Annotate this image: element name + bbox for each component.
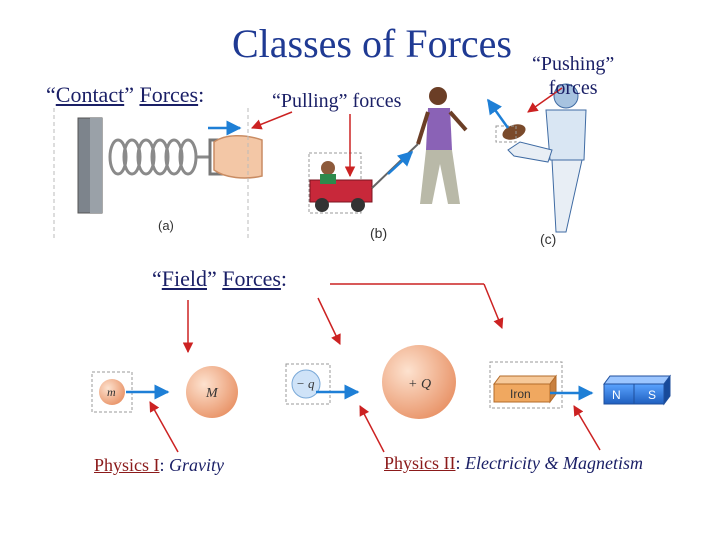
big-mass <box>186 366 238 418</box>
panel-label-a: (a) <box>158 218 174 233</box>
magnetism-pointer <box>573 405 601 451</box>
physics-2-course: Physics II <box>384 453 456 473</box>
magnet-top <box>603 375 671 385</box>
iron-label: Iron <box>510 387 531 401</box>
physics-2-colon: : <box>455 453 461 473</box>
small-mass <box>99 379 125 405</box>
child-head <box>321 161 335 175</box>
panel-label-c: (c) <box>540 231 556 247</box>
pushing-line1: “Pushing” <box>532 53 615 75</box>
small-mass-label: m <box>107 385 116 399</box>
panel-a-spring <box>53 108 263 238</box>
person-body <box>426 108 452 150</box>
field-word: Field <box>161 266 207 291</box>
pushing-line2: forces <box>548 77 598 99</box>
north-label: N <box>612 388 621 402</box>
contact-open-quote: “ <box>46 82 56 107</box>
contact-forces-label: Forces <box>139 82 199 107</box>
south-label: S <box>648 388 656 402</box>
contact-arrow <box>251 111 293 130</box>
panel-b-wagon <box>308 87 468 214</box>
panel-c-kicker <box>486 83 587 233</box>
pushing-arrow <box>527 87 563 113</box>
iron-bar <box>493 375 557 385</box>
page-title: Classes of Forces <box>232 21 512 66</box>
pos-charge-label: + Q <box>408 377 431 392</box>
pushing-forces-label: “Pushing”forces <box>532 52 614 100</box>
person-head <box>429 87 447 105</box>
contact-word: Contact <box>55 82 125 107</box>
neg-charge-box <box>285 363 331 405</box>
hand <box>213 135 263 179</box>
field-forces-label: Forces <box>222 266 281 291</box>
kicker-torso <box>545 109 587 161</box>
contact-close-quote: ” <box>124 82 134 107</box>
kicker-leg <box>507 141 553 163</box>
big-mass-label: M <box>205 386 219 401</box>
physics-2-topic: Electricity & Magnetism <box>465 453 643 473</box>
field-colon: : <box>280 266 288 291</box>
neg-charge-label: − q <box>296 376 315 391</box>
spring-coil <box>108 138 234 176</box>
field-open-quote: “ <box>152 266 162 291</box>
pull-force-arrow <box>387 150 414 175</box>
gravity-pointer <box>149 401 179 453</box>
field-forces-heading: “Field” Forces: <box>152 266 287 292</box>
iron-box <box>489 361 563 409</box>
panel-label-b: (b) <box>370 225 387 241</box>
field-arrow-magnetic <box>483 283 504 329</box>
electric-pointer <box>359 405 385 453</box>
contact-forces-heading: “Contact” Forces: <box>46 82 204 108</box>
physics-1-topic: Gravity <box>169 455 225 475</box>
field-arrow-electric <box>317 297 341 345</box>
physics-1-course: Physics I <box>94 455 160 475</box>
pos-charge <box>382 345 456 419</box>
wagon <box>309 179 373 203</box>
neg-charge <box>291 369 321 399</box>
kick-force-arrow <box>486 98 510 129</box>
pulling-forces-label: “Pulling” forces <box>272 90 402 112</box>
physics-1-caption: Physics I: Gravity <box>94 455 224 476</box>
football <box>502 124 526 140</box>
physics-1-colon: : <box>159 455 165 475</box>
contact-colon: : <box>198 82 205 107</box>
physics-2-caption: Physics II: Electricity & Magnetism <box>384 453 643 474</box>
field-close-quote: ” <box>207 266 217 291</box>
